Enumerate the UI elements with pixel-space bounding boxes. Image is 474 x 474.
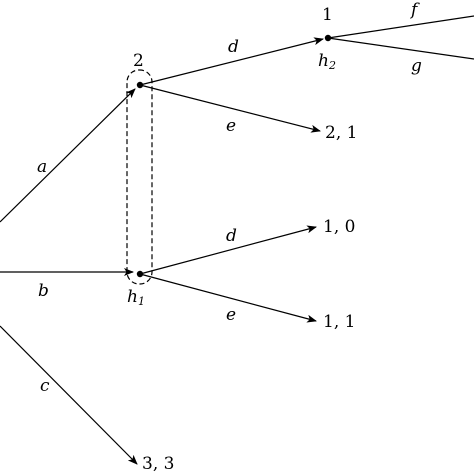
- info-set-label-h2: h2: [318, 51, 336, 72]
- player-label-2: 2: [133, 51, 144, 71]
- action-label-b: b: [38, 281, 49, 301]
- action-label-d-lower: d: [226, 226, 237, 246]
- action-label-a: a: [37, 157, 47, 177]
- payoff-upper-e: 2, 1: [325, 123, 357, 143]
- payoff-lower-e: 1, 1: [323, 312, 355, 332]
- node-player1: [324, 34, 332, 42]
- action-label-c: c: [40, 376, 50, 396]
- node-player2-upper: [136, 81, 144, 89]
- edge-d-lower: [139, 225, 317, 275]
- player-label-1: 1: [322, 5, 333, 25]
- node-player2-lower: [136, 270, 144, 278]
- action-label-e-lower: e: [226, 305, 236, 325]
- edge-g: [327, 37, 474, 60]
- edge-f: [327, 15, 474, 39]
- edge-e-lower: [139, 273, 317, 323]
- action-label-d-upper: d: [228, 37, 239, 57]
- action-label-f: f: [409, 0, 420, 20]
- edge-d-upper: [139, 37, 324, 86]
- edge-a: [0, 88, 136, 223]
- payoff-c-end: 3, 3: [142, 454, 174, 474]
- action-label-g: g: [411, 56, 422, 76]
- info-set-label-h1: h1: [127, 287, 145, 308]
- edge-e-upper: [139, 84, 321, 133]
- edge-c: [0, 325, 138, 465]
- information-set-h1: [126, 69, 153, 285]
- payoff-lower-d: 1, 0: [323, 217, 355, 237]
- action-label-e-upper: e: [226, 116, 236, 136]
